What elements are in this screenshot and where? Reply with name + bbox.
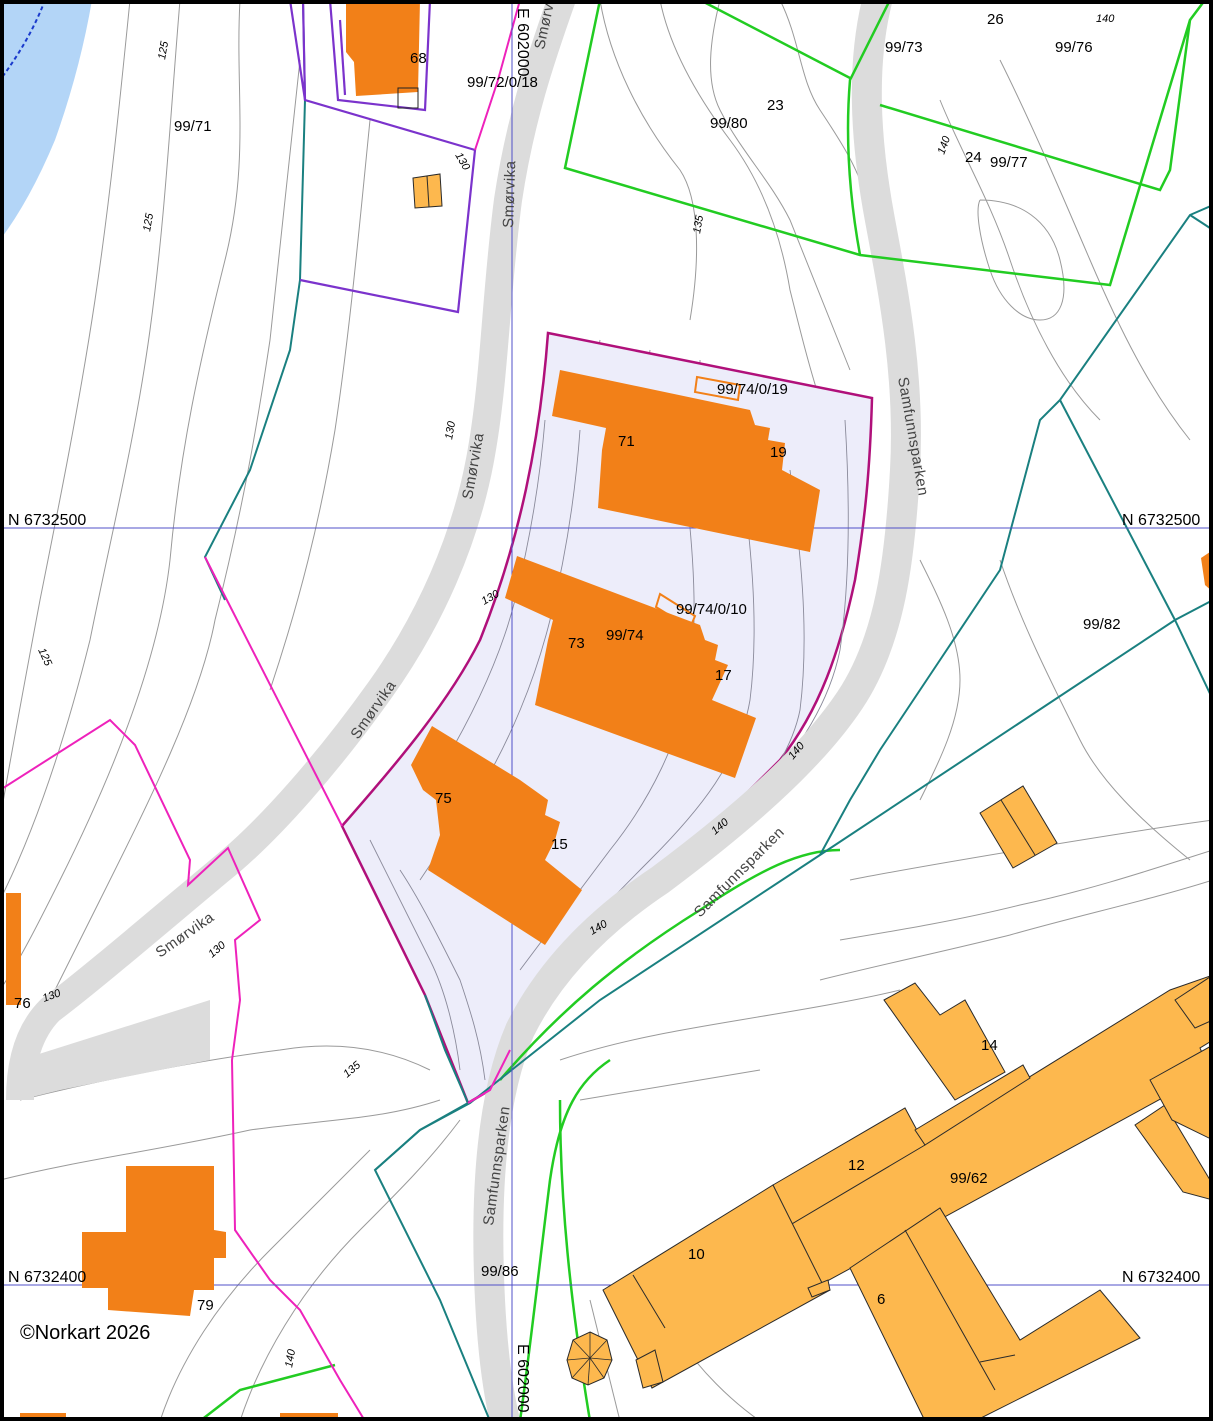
- buildings-primary: [6, 0, 1213, 1421]
- address-label-73: 73: [568, 635, 585, 652]
- building-79[interactable]: [82, 1166, 226, 1316]
- building-73[interactable]: [505, 556, 756, 778]
- address-label-24: 24: [965, 149, 982, 166]
- grid-label-n-upper-left: N 6732500: [8, 512, 86, 529]
- building-10-lower[interactable]: [635, 1349, 664, 1389]
- building-right-block-2[interactable]: [1149, 1044, 1213, 1141]
- parcel-label-99-80: 99/80: [710, 115, 748, 132]
- contour-label-125-a: 125: [156, 39, 171, 60]
- parcel-labels: 99/71 99/72/0/18 99/73 99/76 99/80 99/77…: [174, 39, 1121, 1280]
- building-68[interactable]: [346, 0, 420, 96]
- contour-label-135-a: 135: [691, 213, 706, 234]
- contour-label-130-b: 130: [452, 151, 472, 174]
- address-label-23: 23: [767, 97, 784, 114]
- grid-label-n-upper-right: N 6732500: [1122, 512, 1200, 529]
- grid-label-e-bottom: E 602000: [514, 1344, 531, 1413]
- annex-99-74-0-19[interactable]: [693, 375, 742, 402]
- water-shoreline: [0, 0, 46, 81]
- building-outline-68b: [397, 87, 419, 109]
- road-smorvika-plaza[interactable]: [20, 1000, 210, 1100]
- parcel-label-99-72-0-18: 99/72/0/18: [467, 74, 538, 91]
- grid-labels: N 6732500 N 6732500 N 6732400 N 6732400 …: [8, 8, 1200, 1413]
- building-14[interactable]: [883, 982, 1006, 1101]
- parcel-label-99-74-0-10: 99/74/0/10: [676, 601, 747, 618]
- buildings-secondary: [412, 173, 1213, 1421]
- parcel-label-99-77: 99/77: [990, 154, 1028, 171]
- contour-label-140-a: 140: [1096, 13, 1115, 25]
- address-label-19: 19: [770, 444, 787, 461]
- address-label-26: 26: [987, 11, 1004, 28]
- parcel-label-99-82: 99/82: [1083, 616, 1121, 633]
- address-label-12: 12: [848, 1157, 865, 1174]
- parcel-label-99-74: 99/74: [606, 627, 644, 644]
- grid-label-n-lower-left: N 6732400: [8, 1269, 86, 1286]
- parcel-label-99-76: 99/76: [1055, 39, 1093, 56]
- contour-label-140-f: 140: [283, 1347, 298, 1368]
- water-area: [0, 0, 92, 240]
- building-right-edge-2[interactable]: [1174, 974, 1213, 1029]
- contour-label-130-d: 130: [206, 939, 228, 961]
- address-labels: 68 26 23 24 71 19 73 17 75 15 14 12 10 6…: [14, 11, 1004, 1314]
- building-upper-joint[interactable]: [914, 1064, 1031, 1146]
- address-label-75: 75: [435, 790, 452, 807]
- grid-label-n-lower-right: N 6732400: [1122, 1269, 1200, 1286]
- building-76[interactable]: [6, 893, 21, 1005]
- gazebo-icon: [566, 1331, 613, 1386]
- address-label-79: 79: [197, 1297, 214, 1314]
- building-connector[interactable]: [807, 1279, 831, 1298]
- building-right-block[interactable]: [1134, 1104, 1213, 1201]
- parcel-label-99-74-0-19: 99/74/0/19: [717, 381, 788, 398]
- contour-label-130-a: 130: [443, 419, 458, 440]
- grid-label-e-top: E 602000: [514, 8, 531, 77]
- address-label-10: 10: [688, 1246, 705, 1263]
- parcel-label-99-71: 99/71: [174, 118, 212, 135]
- annex-99-74-0-10[interactable]: [654, 592, 697, 630]
- contour-label-125-b: 125: [141, 211, 156, 232]
- building-71[interactable]: [552, 370, 820, 552]
- road-label-smorvika-1: Smørvika: [500, 160, 519, 228]
- parcel-label-99-86: 99/86: [481, 1263, 519, 1280]
- address-label-15: 15: [551, 836, 568, 853]
- building-shed-right[interactable]: [979, 785, 1058, 869]
- road-smorvika[interactable]: [6, 0, 577, 1101]
- annex-outlines: [654, 375, 742, 630]
- parcel-label-99-62: 99/62: [950, 1170, 988, 1187]
- parcel-label-99-73: 99/73: [885, 39, 923, 56]
- address-label-6: 6: [877, 1291, 885, 1308]
- address-label-71: 71: [618, 433, 635, 450]
- contour-label-140-b: 140: [936, 134, 954, 156]
- contour-label-135-b: 135: [341, 1059, 363, 1081]
- address-label-14: 14: [981, 1037, 998, 1054]
- parcel-border-green: [199, 0, 1206, 1421]
- copyright-label: ©Norkart 2026: [20, 1322, 151, 1344]
- contour-label-125-c: 125: [35, 646, 54, 669]
- address-label-76: 76: [14, 995, 31, 1012]
- parcel-border-pink: [0, 0, 521, 1421]
- building-75[interactable]: [411, 726, 582, 945]
- address-label-17: 17: [715, 667, 732, 684]
- road-samfunnsparken[interactable]: [473, 0, 921, 1421]
- address-label-68: 68: [410, 50, 427, 67]
